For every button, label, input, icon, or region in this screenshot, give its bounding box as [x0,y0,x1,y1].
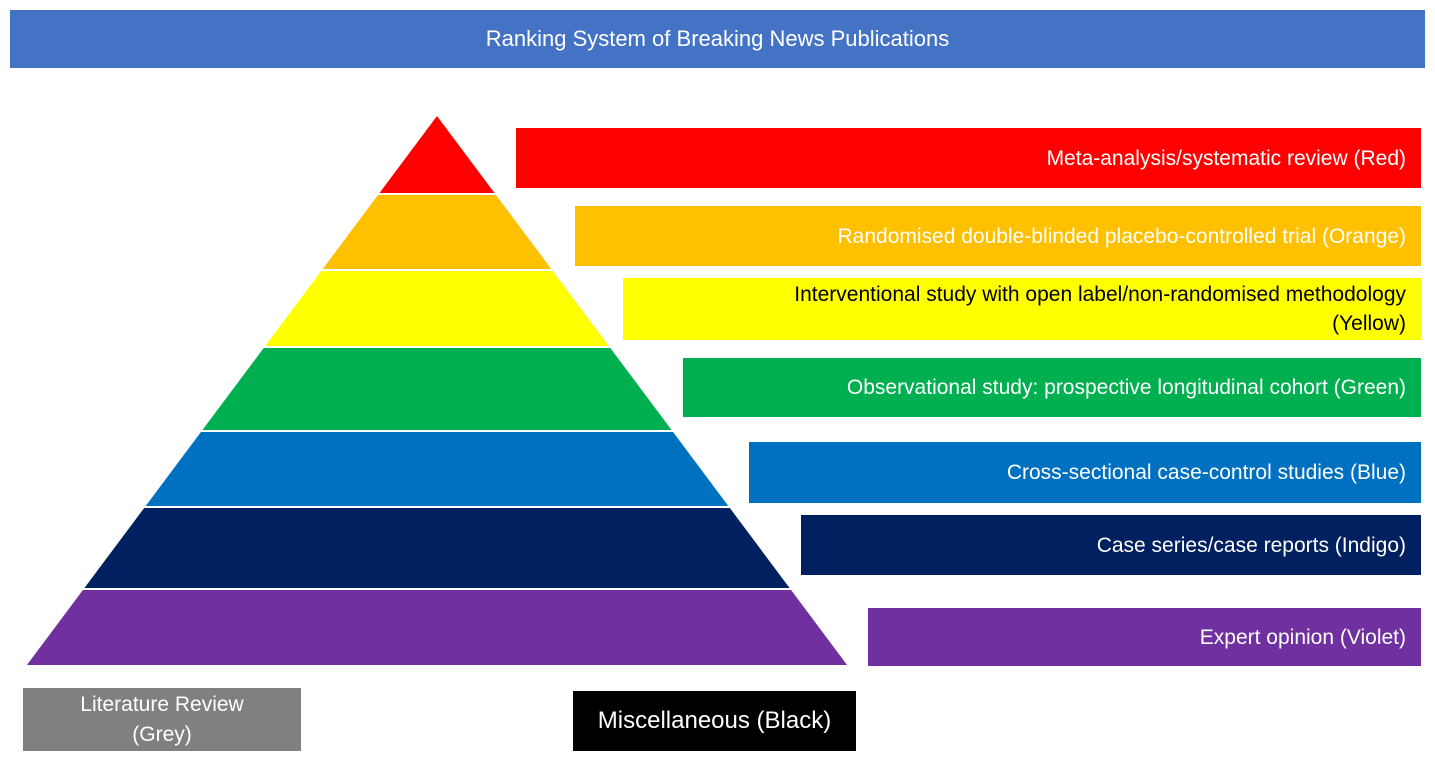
pyramid-layer-indigo [84,508,790,588]
pyramid-layer-blue [145,432,729,506]
label-text: Meta-analysis/systematic review (Red) [1046,146,1406,170]
label-text: Expert opinion (Violet) [1199,625,1406,649]
footer-box-literature-review: Literature Review (Grey) [23,688,301,751]
pyramid-layer-yellow [265,271,609,346]
label-text: Interventional study with open label/non… [794,283,1406,306]
label-bar-violet: Expert opinion (Violet) [868,608,1421,666]
footer-box-miscellaneous: Miscellaneous (Black) [573,691,856,751]
label-bar-blue: Cross-sectional case-control studies (Bl… [749,442,1421,503]
pyramid-layer-violet [26,590,848,665]
label-text: Case series/case reports (Indigo) [1096,533,1406,557]
label-bar-orange: Randomised double-blinded placebo-contro… [575,206,1421,266]
label-text: Cross-sectional case-control studies (Bl… [1006,461,1406,484]
pyramid-layer-orange [322,195,552,269]
pyramid-layer-red [379,116,495,193]
footer-text: Miscellaneous (Black) [597,707,832,734]
label-text: Randomised double-blinded placebo-contro… [837,224,1407,248]
label-bar-yellow: Interventional study with open label/non… [623,278,1421,340]
label-text: (Yellow) [1332,312,1406,335]
footer-text: (Grey) [132,722,192,746]
label-text: Observational study: prospective longitu… [846,376,1406,399]
title-bar: Ranking System of Breaking News Publicat… [10,10,1425,68]
pyramid-layer-green [202,348,672,430]
label-bar-red: Meta-analysis/systematic review (Red) [516,128,1421,188]
label-bar-indigo: Case series/case reports (Indigo) [801,515,1421,575]
page-title: Ranking System of Breaking News Publicat… [485,26,950,51]
footer-text: Literature Review [80,692,244,716]
label-bar-green: Observational study: prospective longitu… [683,358,1421,417]
